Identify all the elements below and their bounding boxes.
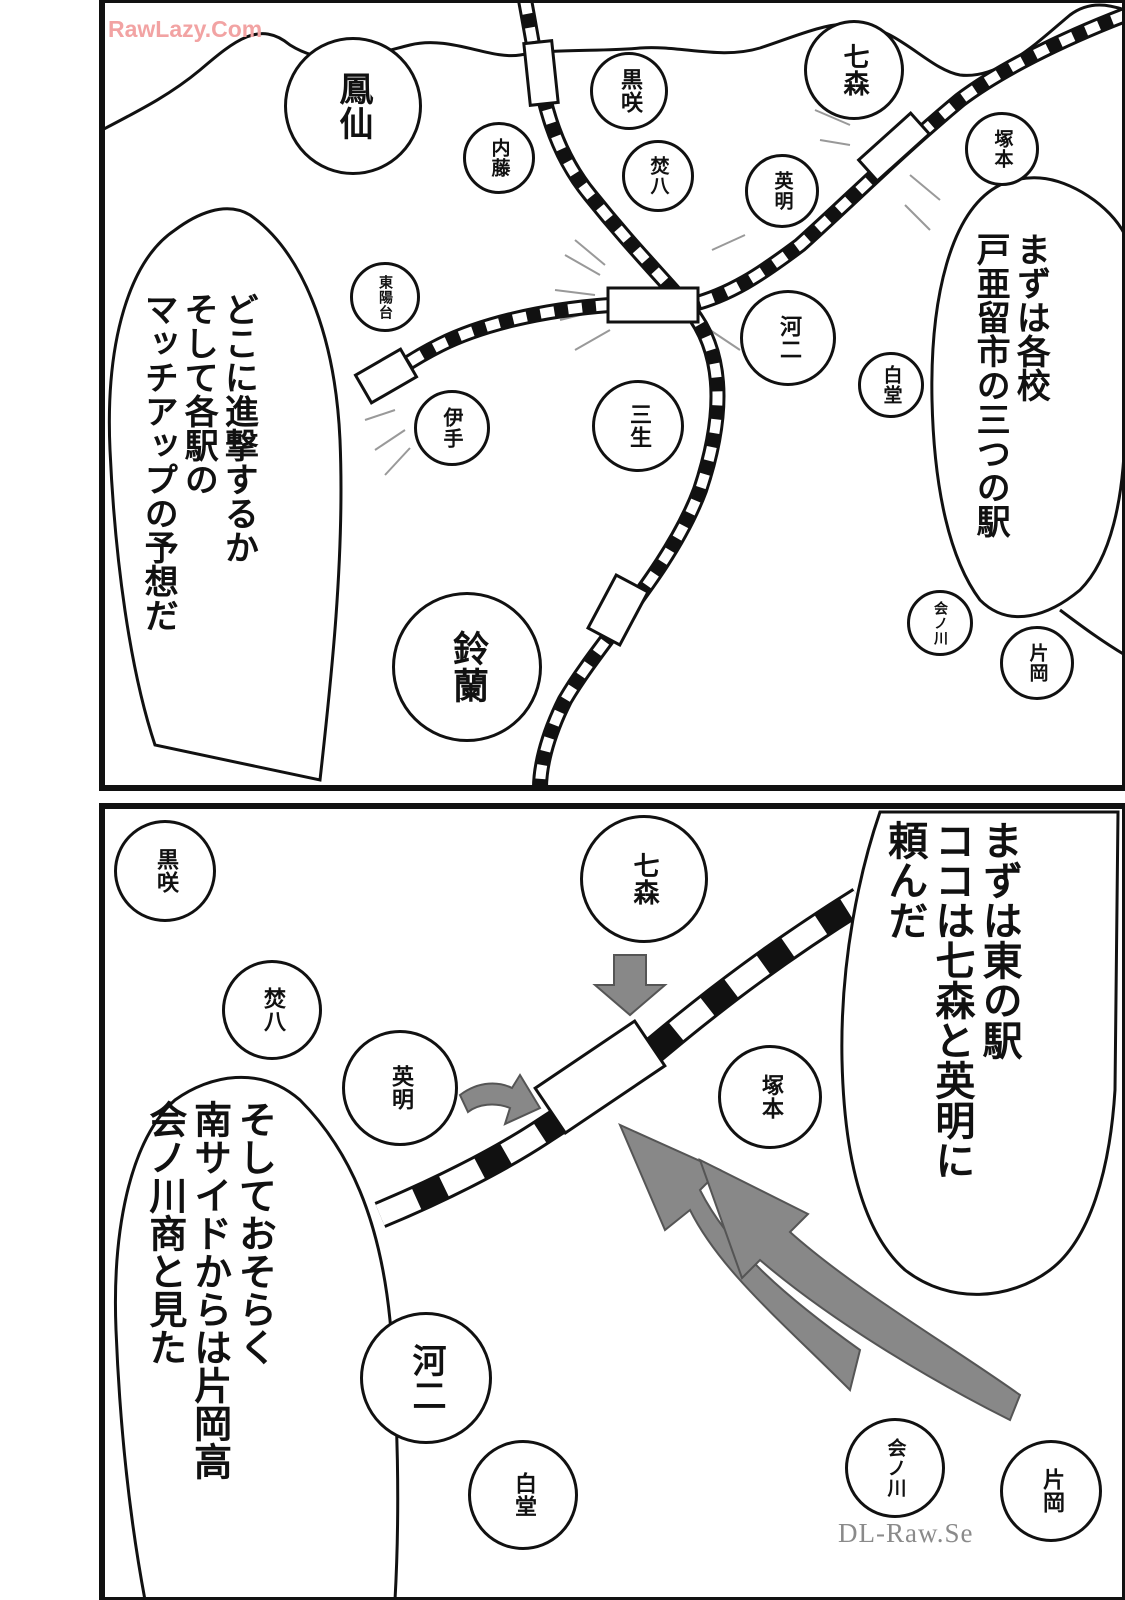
panel-1-map bbox=[99, 0, 1125, 791]
panel1-bubble-left-text: どこに進撃するか そして各駅の マッチアップの予想だ bbox=[138, 292, 259, 632]
station-toyodai: 東陽台 bbox=[350, 262, 420, 332]
watermark-bottom: DL-Raw.Se bbox=[838, 1518, 974, 1548]
p2-station-kurosaki: 黒咲 bbox=[114, 820, 216, 922]
station-ainokawa: 会ノ川 bbox=[907, 590, 973, 656]
station-sansei: 三生 bbox=[592, 380, 684, 472]
station-naito: 内藤 bbox=[463, 122, 535, 194]
panel1-bubble-right-text: まずは各校 戸亜留市の三つの駅 bbox=[970, 232, 1051, 538]
station-hakudou: 白堂 bbox=[858, 352, 924, 418]
station-kouji: 河二 bbox=[740, 290, 836, 386]
station-nanamori: 七森 bbox=[804, 20, 904, 120]
station-suzuran: 鈴蘭 bbox=[392, 592, 542, 742]
station-kataoka: 片岡 bbox=[1000, 626, 1074, 700]
station-kurosaki: 黒咲 bbox=[590, 52, 668, 130]
p2-station-ainokawa: 会ノ川 bbox=[845, 1418, 945, 1518]
panel2-bubble-right-text: まずは東の駅 ココは七森と英明に 頼んだ bbox=[881, 820, 1022, 1180]
watermark-top: RawLazy.Com bbox=[108, 16, 263, 42]
p2-station-eimei: 英明 bbox=[342, 1030, 458, 1146]
p2-station-nanamori: 七森 bbox=[580, 815, 708, 943]
p2-station-tsukamoto: 塚本 bbox=[718, 1045, 822, 1149]
panel2-bubble-left-text: そしておそらく 南サイドからは片岡高 会ノ川商と見た bbox=[142, 1100, 277, 1480]
p2-station-kataoka: 片岡 bbox=[1000, 1440, 1102, 1542]
station-housen: 鳳仙 bbox=[284, 37, 422, 175]
p2-station-kouji: 河二 bbox=[360, 1312, 492, 1444]
station-eimei: 英明 bbox=[745, 154, 819, 228]
station-ite: 伊手 bbox=[414, 390, 490, 466]
station-keihachi: 焚八 bbox=[622, 140, 694, 212]
p2-station-hakudou: 白堂 bbox=[468, 1440, 578, 1550]
p2-station-keihachi: 焚八 bbox=[222, 960, 322, 1060]
station-tsukamoto: 塚本 bbox=[965, 112, 1039, 186]
